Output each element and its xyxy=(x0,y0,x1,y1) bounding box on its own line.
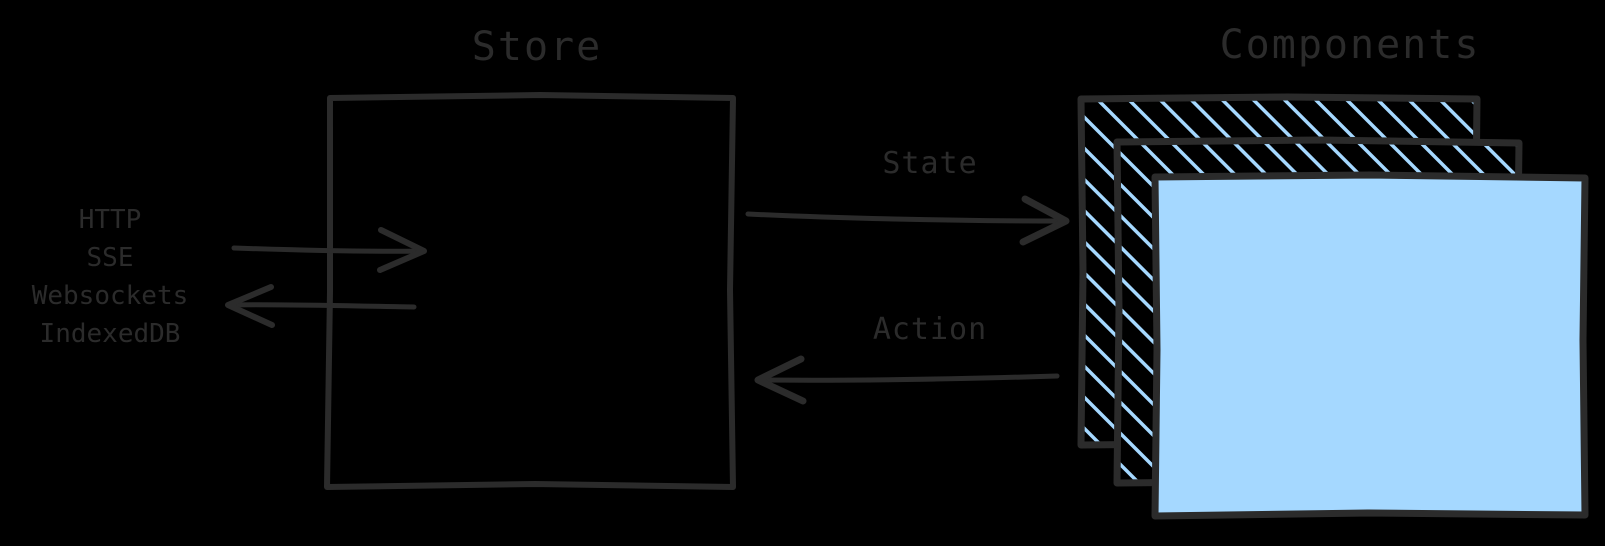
source-label-websockets: Websockets xyxy=(31,281,189,311)
source-label-sse: SSE xyxy=(86,243,134,273)
page-title-store: Store xyxy=(471,24,603,70)
arrow-source-out xyxy=(225,284,417,328)
arrow-source-in xyxy=(231,227,427,273)
arrow-label-action: Action xyxy=(872,312,988,347)
arrow-state xyxy=(745,195,1070,246)
component-card-front[interactable] xyxy=(1151,171,1589,520)
arrow-label-state: State xyxy=(882,146,978,181)
arrow-action xyxy=(754,355,1060,405)
source-label-indexeddb: IndexedDB xyxy=(39,319,181,349)
page-title-components: Components xyxy=(1219,22,1481,68)
source-label-http: HTTP xyxy=(78,205,142,235)
store-box[interactable] xyxy=(324,92,736,490)
